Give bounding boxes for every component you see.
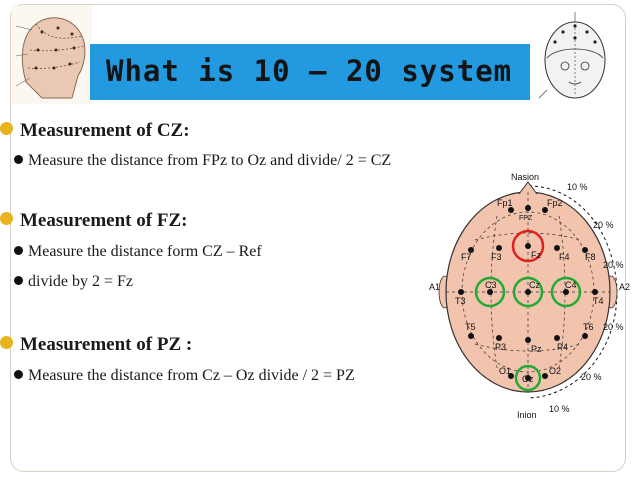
electrode-label: Pz (531, 344, 542, 354)
bullet-dot-icon (0, 336, 13, 349)
bullet-item: Measure the distance from FPz to Oz and … (14, 152, 391, 170)
electrode-label: Fp1 (497, 198, 513, 208)
bullet-text: divide by 2 = Fz (28, 273, 134, 290)
electrode-label: P3 (495, 342, 506, 352)
bullet-item: Measure the distance from Cz – Oz divide… (14, 367, 355, 385)
section-heading-fz: Measurement of FZ: (0, 210, 187, 232)
percent-label: 10 % (567, 182, 588, 192)
heading-text: Measurement of FZ: (20, 210, 188, 231)
cz-highlight-circle (512, 276, 544, 308)
bullet-dot-icon (0, 212, 13, 225)
bullet-dot-icon (0, 122, 13, 135)
bullet-item: divide by 2 = Fz (14, 273, 133, 291)
bullet-text: Measure the distance form CZ – Ref (28, 243, 262, 260)
electrode-label: F4 (559, 252, 570, 262)
c4-highlight-circle (550, 276, 582, 308)
electrode-label: F7 (461, 252, 472, 262)
electrode-label: A2 (619, 282, 630, 292)
percent-label: 20 % (581, 372, 602, 382)
slide-title: What is 10 – 20 system (106, 54, 513, 88)
electrode-label: Cz (529, 280, 540, 290)
bullet-item: Measure the distance form CZ – Ref (14, 243, 262, 261)
percent-label: 20 % (593, 220, 614, 230)
electrode-label: C3 (485, 280, 497, 290)
nasion-label: Nasion (511, 172, 539, 182)
oz-highlight-circle (514, 364, 542, 392)
electrode-label: F8 (585, 252, 596, 262)
slide-frame (10, 4, 626, 472)
bullet-icon (14, 276, 23, 285)
percent-label: 20 % (603, 322, 624, 332)
section-heading-pz: Measurement of PZ : (0, 334, 192, 356)
electrode-label: T5 (465, 322, 476, 332)
head-sketch-left-image (12, 6, 92, 104)
electrode-label: O1 (499, 366, 511, 376)
head-sketch-right-image (533, 6, 613, 106)
electrode-label: C4 (565, 280, 577, 290)
fz-highlight-circle (511, 229, 545, 263)
electrode-label: T3 (455, 296, 466, 306)
electrode-label: Fz (531, 250, 541, 260)
electrode-label: Oz (522, 374, 534, 384)
bullet-text: Measure the distance from FPz to Oz and … (28, 152, 392, 169)
c3-highlight-circle (474, 276, 506, 308)
electrode-label: T4 (593, 296, 604, 306)
electrode-label: Fp2 (547, 198, 563, 208)
electrode-placement-diagram: Nasion 10 % 20 % 20 % 20 % 20 % 10 % Ini… (429, 172, 630, 420)
section-heading-cz: Measurement of CZ: (0, 120, 190, 142)
electrode-label: P4 (557, 342, 568, 352)
electrode-label: T6 (583, 322, 594, 332)
bullet-icon (14, 370, 23, 379)
percent-label: 20 % (603, 260, 624, 270)
bullet-text: Measure the distance from Cz – Oz divide… (28, 367, 355, 384)
title-bar: What is 10 – 20 system (90, 44, 530, 100)
percent-label: 10 % (549, 404, 570, 414)
electrode-label: F3 (491, 252, 502, 262)
electrode-label: A1 (429, 282, 440, 292)
bullet-icon (14, 155, 23, 164)
bullet-icon (14, 246, 23, 255)
heading-text: Measurement of CZ: (20, 120, 190, 141)
electrode-label: O2 (549, 366, 561, 376)
heading-text: Measurement of PZ : (20, 334, 193, 355)
inion-label: Inion (517, 410, 537, 420)
electrode-label: FPZ (519, 215, 533, 222)
